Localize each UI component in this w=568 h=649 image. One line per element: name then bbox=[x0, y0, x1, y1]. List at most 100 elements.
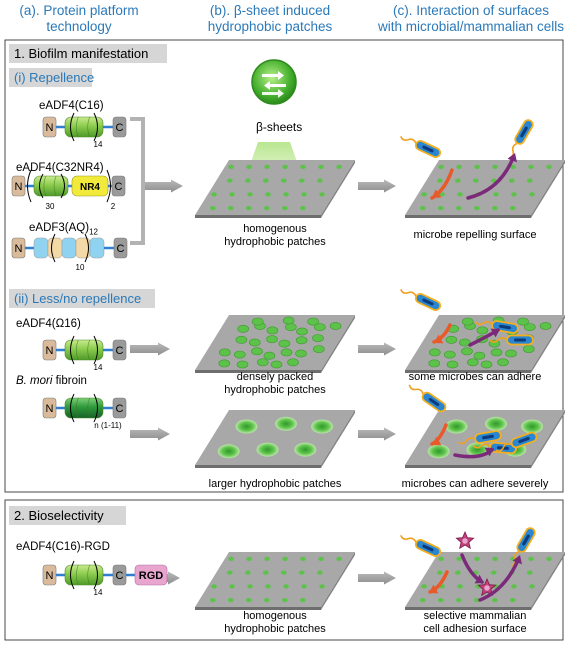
patch-dot bbox=[473, 178, 479, 183]
rgd-tag bbox=[134, 564, 168, 586]
patch-dense bbox=[490, 348, 503, 357]
patch-dot bbox=[246, 164, 252, 169]
patch-dot bbox=[246, 206, 252, 211]
patch-dense bbox=[235, 335, 248, 344]
patch-dot bbox=[282, 206, 288, 211]
patch-dot bbox=[457, 192, 463, 197]
patch-dot bbox=[529, 584, 535, 589]
patch-dot bbox=[245, 570, 251, 575]
repeat-count: 30 bbox=[46, 202, 55, 211]
c-terminus bbox=[111, 175, 126, 197]
patch-dense bbox=[428, 359, 441, 368]
n-terminus-label: N bbox=[46, 403, 54, 415]
patch-dot bbox=[228, 164, 234, 169]
patch-dot bbox=[474, 556, 480, 562]
patch-dot bbox=[247, 192, 253, 197]
repeat-count: 10 bbox=[76, 263, 85, 272]
patch-dense bbox=[313, 323, 326, 331]
plate-repel bbox=[405, 160, 565, 218]
paren-left bbox=[70, 335, 75, 365]
patch-dot bbox=[317, 570, 323, 575]
patch-dot bbox=[437, 570, 443, 575]
repeat-count: n (1-11) bbox=[94, 421, 122, 430]
patch-dot bbox=[456, 206, 462, 211]
patch-dense bbox=[256, 358, 269, 367]
microbe-icon bbox=[408, 384, 447, 413]
section2-label-bg bbox=[9, 506, 126, 525]
patch-dense bbox=[522, 345, 535, 353]
patch-dot bbox=[300, 556, 306, 562]
patch-dot bbox=[299, 178, 305, 183]
aq-block bbox=[33, 237, 49, 259]
microbe-icon bbox=[400, 136, 442, 158]
patch-dot bbox=[211, 192, 217, 197]
patch-dense bbox=[236, 360, 249, 369]
patch-dot bbox=[282, 598, 288, 603]
patch-dot bbox=[229, 584, 235, 589]
n-terminus-label: N bbox=[46, 345, 54, 357]
patch-dot bbox=[527, 570, 533, 575]
patch-dense bbox=[461, 347, 473, 356]
patch-dot bbox=[265, 192, 271, 197]
arrow-right-icon bbox=[358, 571, 396, 585]
beta-sheets-label: β-sheets bbox=[256, 120, 303, 134]
arrow-right-icon bbox=[358, 342, 396, 356]
paren-right bbox=[93, 112, 98, 142]
patch-dot bbox=[265, 584, 271, 589]
plate-selective bbox=[405, 552, 565, 610]
plate-large bbox=[195, 410, 355, 468]
patch-dense bbox=[480, 360, 493, 369]
paren-right bbox=[106, 169, 111, 203]
repel-arrow-3-head bbox=[432, 436, 442, 446]
patch-dense bbox=[458, 338, 471, 347]
c-terminus bbox=[112, 397, 127, 419]
aq-block bbox=[89, 237, 105, 259]
patch-dot bbox=[493, 192, 499, 197]
arrow-right-icon bbox=[358, 179, 396, 193]
paren-left bbox=[70, 560, 75, 590]
patch-dot bbox=[281, 178, 287, 183]
patch-dot bbox=[438, 206, 444, 211]
patch-dense bbox=[282, 316, 295, 325]
patch-dense bbox=[278, 339, 291, 348]
patch-dot bbox=[511, 192, 517, 197]
patch-dot bbox=[228, 206, 234, 211]
c-terminus-label: C bbox=[115, 181, 123, 193]
sub1-label-bg bbox=[9, 68, 92, 87]
patch-dense bbox=[329, 322, 342, 330]
patch-dot bbox=[211, 584, 217, 589]
aq-block bbox=[47, 237, 63, 259]
patch-dense bbox=[284, 323, 297, 331]
patch-large bbox=[427, 444, 450, 459]
patch-dot bbox=[282, 164, 288, 169]
patch-dense bbox=[251, 317, 264, 326]
patch-dot bbox=[528, 556, 534, 562]
arrow-right-icon bbox=[130, 342, 170, 356]
patch-dense bbox=[461, 317, 474, 326]
patch-dense bbox=[428, 348, 441, 357]
patch-dot bbox=[299, 570, 305, 575]
patch-dot bbox=[283, 584, 289, 589]
patch-dot bbox=[455, 570, 461, 575]
patch-dense bbox=[219, 348, 231, 357]
patch-dot bbox=[510, 598, 516, 603]
patch-dot bbox=[421, 192, 427, 197]
microbe-icon bbox=[489, 334, 534, 346]
patch-large bbox=[521, 419, 544, 434]
patch-dot bbox=[420, 598, 426, 603]
protein-aq-name: eADF3(AQ)12 bbox=[29, 222, 98, 237]
arrow-right-icon bbox=[130, 427, 170, 441]
microbe-icon bbox=[457, 430, 502, 445]
patch-dense bbox=[295, 349, 307, 358]
plate-dense bbox=[195, 315, 355, 373]
paren-left bbox=[27, 169, 32, 203]
patch-dense bbox=[505, 349, 517, 358]
c-terminus-label: C bbox=[116, 403, 124, 415]
patch-dot bbox=[264, 164, 270, 169]
patch-dot bbox=[227, 570, 233, 575]
cell-arrow-head bbox=[474, 574, 484, 584]
patch-dot bbox=[246, 556, 252, 562]
